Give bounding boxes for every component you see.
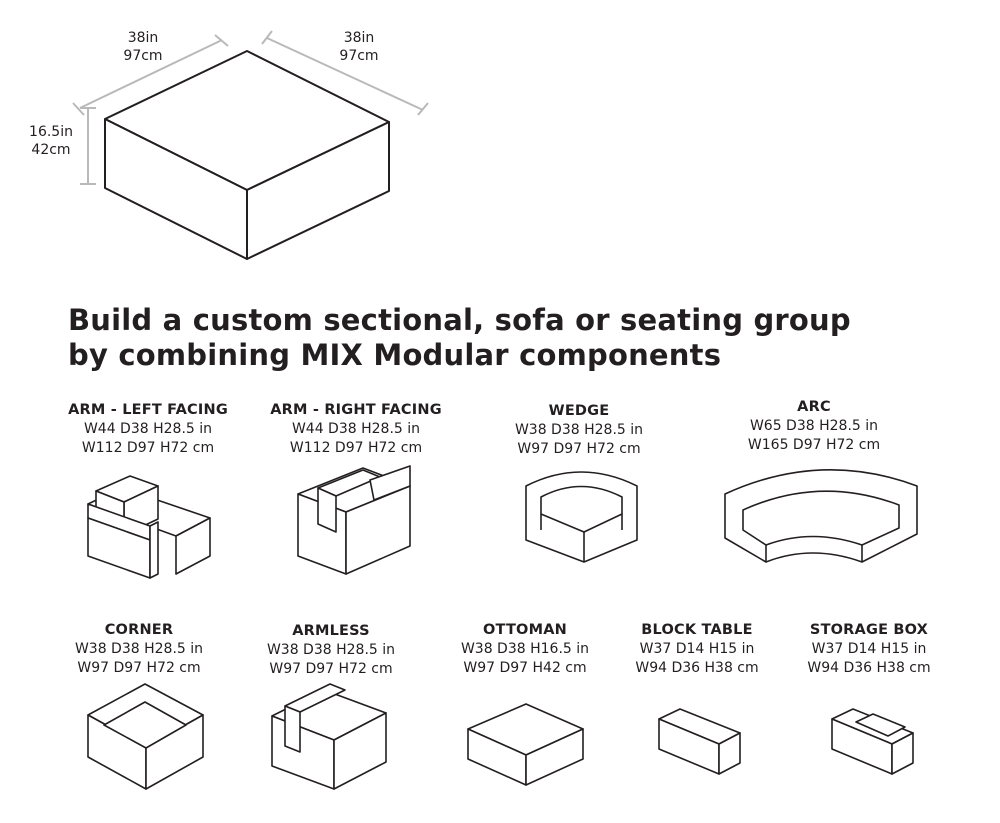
component-arc: ARC W65 D38 H28.5 in W165 D97 H72 cm (729, 398, 899, 455)
component-storage-box: STORAGE BOX W37 D14 H15 in W94 D36 H38 c… (792, 621, 946, 678)
component-corner: CORNER W38 D38 H28.5 in W97 D97 H72 cm (58, 621, 220, 678)
component-name: ARMLESS (292, 623, 370, 639)
component-spec-cm: W97 D97 H72 cm (269, 661, 393, 677)
component-ottoman: OTTOMAN W38 D38 H16.5 in W97 D97 H42 cm (444, 621, 606, 678)
height-cm: 42cm (31, 142, 71, 158)
component-spec-in: W37 D14 H15 in (639, 641, 755, 657)
headline-line-2: by combining MIX Modular components (68, 338, 722, 372)
component-spec-cm: W97 D97 H42 cm (463, 660, 587, 676)
arm-right-facing-icon (297, 465, 411, 575)
component-arm-left-facing: ARM - LEFT FACING W44 D38 H28.5 in W112 … (62, 401, 234, 458)
component-spec-cm: W112 D97 H72 cm (81, 440, 215, 456)
headline: Build a custom sectional, sofa or seatin… (68, 303, 851, 373)
component-name: WEDGE (548, 403, 610, 419)
height-in: 16.5in (29, 124, 73, 140)
component-spec-cm: W97 D97 H72 cm (517, 441, 641, 457)
component-spec-in: W37 D14 H15 in (811, 641, 927, 657)
component-spec-in: W38 D38 H28.5 in (266, 642, 396, 658)
component-spec-cm: W112 D97 H72 cm (289, 440, 423, 456)
component-spec-in: W44 D38 H28.5 in (291, 421, 421, 437)
component-arm-right-facing: ARM - RIGHT FACING W44 D38 H28.5 in W112… (264, 401, 448, 458)
dimension-lines (72, 30, 429, 185)
corner-icon (87, 683, 204, 790)
width-left-label: 38in 97cm (108, 29, 178, 65)
component-wedge: WEDGE W38 D38 H28.5 in W97 D97 H72 cm (494, 402, 664, 459)
component-name: CORNER (104, 622, 174, 638)
component-name: OTTOMAN (483, 622, 567, 638)
arc-icon (724, 469, 918, 563)
component-name: BLOCK TABLE (641, 622, 753, 638)
component-spec-cm: W97 D97 H72 cm (77, 660, 201, 676)
height-label: 16.5in 42cm (18, 123, 84, 159)
component-armless: ARMLESS W38 D38 H28.5 in W97 D97 H72 cm (250, 622, 412, 679)
component-spec-cm: W94 D36 H38 cm (635, 660, 759, 676)
component-name: ARM - LEFT FACING (68, 402, 228, 418)
component-spec-cm: W94 D36 H38 cm (807, 660, 931, 676)
component-name: ARM - RIGHT FACING (270, 402, 442, 418)
wedge-icon (525, 471, 638, 563)
width-left-in: 38in (127, 30, 159, 46)
width-right-in: 38in (343, 30, 375, 46)
headline-line-1: Build a custom sectional, sofa or seatin… (68, 303, 851, 337)
storage-box-icon (831, 708, 914, 775)
component-spec-in: W38 D38 H28.5 in (74, 641, 204, 657)
component-block-table: BLOCK TABLE W37 D14 H15 in W94 D36 H38 c… (620, 621, 774, 678)
armless-icon (271, 683, 387, 790)
arm-left-facing-icon (87, 475, 211, 579)
component-spec-in: W65 D38 H28.5 in (749, 418, 879, 434)
block-table-icon (658, 708, 741, 775)
component-spec-cm: W165 D97 H72 cm (747, 437, 881, 453)
width-left-cm: 97cm (123, 48, 163, 64)
component-spec-in: W38 D38 H16.5 in (460, 641, 590, 657)
component-name: ARC (797, 399, 831, 415)
component-spec-in: W38 D38 H28.5 in (514, 422, 644, 438)
component-name: STORAGE BOX (809, 622, 929, 638)
ottoman-icon (467, 703, 584, 786)
large-ottoman-drawing (104, 50, 390, 260)
width-right-cm: 97cm (339, 48, 379, 64)
width-right-label: 38in 97cm (324, 29, 394, 65)
component-spec-in: W44 D38 H28.5 in (83, 421, 213, 437)
